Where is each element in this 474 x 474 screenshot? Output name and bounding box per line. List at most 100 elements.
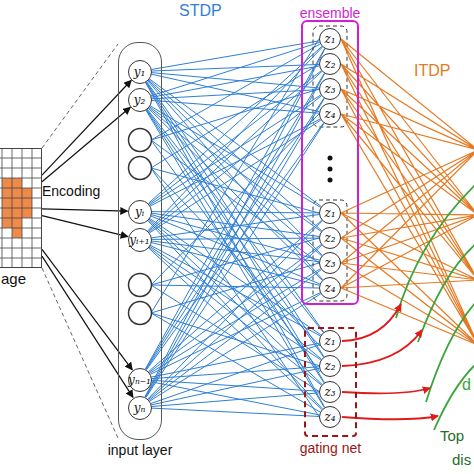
synapse-line bbox=[146, 82, 325, 383]
input-neuron: y₂ bbox=[128, 88, 152, 112]
synapse-line bbox=[148, 245, 321, 399]
synapse-line bbox=[150, 120, 321, 233]
synapse-line bbox=[148, 248, 322, 410]
synapse-line bbox=[150, 294, 321, 401]
synapse-line bbox=[148, 71, 322, 231]
node-label: yₙ bbox=[134, 402, 146, 414]
node-label: z₄ bbox=[324, 411, 335, 423]
node-label: z₂ bbox=[324, 232, 335, 244]
zoom-line bbox=[42, 44, 118, 438]
gating-arrow bbox=[342, 330, 422, 366]
figure-label: STDP bbox=[179, 2, 222, 20]
synapse-line bbox=[146, 123, 324, 397]
synapse-line bbox=[151, 73, 319, 88]
synapse-line bbox=[149, 71, 321, 204]
node-label: z₂ bbox=[324, 58, 335, 70]
synapse-line bbox=[151, 393, 319, 407]
node-label: ensemble bbox=[300, 5, 361, 21]
synapse-line bbox=[151, 380, 319, 391]
synapse-line bbox=[148, 221, 322, 399]
output-neuron: z₂ bbox=[319, 227, 341, 249]
node-label: gating net bbox=[300, 440, 362, 456]
encoding-arrow bbox=[42, 256, 133, 397]
input-neuron bbox=[129, 274, 152, 297]
figure-label: dis bbox=[452, 452, 471, 469]
output-neuron: z₁ bbox=[319, 28, 341, 50]
output-neuron: z₃ bbox=[319, 252, 341, 274]
node-label: z₁ bbox=[324, 207, 335, 219]
input-neuron bbox=[129, 157, 152, 180]
node-label: z₄ bbox=[324, 108, 335, 120]
synapse-line bbox=[145, 49, 325, 397]
synapse-line bbox=[145, 82, 324, 407]
ellipsis-dot bbox=[328, 178, 333, 183]
node-label: z₂ bbox=[324, 360, 335, 372]
node-label: z₃ bbox=[324, 83, 335, 95]
synapse-line bbox=[151, 408, 319, 416]
synapse-line bbox=[145, 74, 324, 397]
synapse-line bbox=[148, 80, 322, 255]
synapse-line bbox=[152, 212, 320, 213]
synapse-line bbox=[151, 64, 319, 71]
stdp-synapses bbox=[151, 39, 320, 418]
figure-label: d bbox=[462, 376, 471, 394]
synapse-line bbox=[148, 220, 322, 385]
input-neuron bbox=[129, 302, 152, 325]
synapse-line bbox=[151, 367, 319, 379]
node-label: y₂ bbox=[134, 94, 146, 106]
node-label: z₃ bbox=[324, 257, 335, 269]
node-label: z₄ bbox=[324, 282, 335, 294]
input-neuron: y₁ bbox=[128, 60, 152, 84]
synapse-line bbox=[151, 343, 319, 377]
synapse-line bbox=[150, 106, 321, 208]
node-label: z₁ bbox=[324, 335, 335, 347]
synapse-line bbox=[146, 98, 324, 369]
ellipsis-dot bbox=[328, 156, 333, 161]
output-neuron: z₁ bbox=[319, 330, 341, 352]
output-neuron: z₂ bbox=[319, 53, 341, 75]
gating-arrow bbox=[342, 304, 401, 341]
input-neuron bbox=[129, 129, 152, 152]
node-label: yₙ₋₁ bbox=[128, 374, 151, 386]
input-neuron: yₙ bbox=[128, 396, 152, 420]
node-label: z₃ bbox=[324, 386, 335, 398]
output-neuron: z₄ bbox=[319, 277, 341, 299]
output-neuron: z₂ bbox=[319, 355, 341, 377]
synapse-line bbox=[148, 108, 322, 280]
ellipsis-dot bbox=[328, 167, 333, 172]
synapse-line bbox=[150, 293, 320, 375]
figure-label: Top bbox=[440, 428, 464, 445]
output-neuron: z₁ bbox=[319, 202, 341, 224]
layer-box: input layery₁y₂yᵢyᵢ₊₁yₙ₋₁yₙ bbox=[118, 42, 162, 440]
node-label: yᵢ bbox=[135, 206, 144, 218]
image-grid: age bbox=[0, 148, 42, 268]
node-label: z₁ bbox=[324, 33, 335, 45]
synapse-line bbox=[146, 110, 325, 408]
node-label: yᵢ₊₁ bbox=[129, 234, 149, 246]
synapse-line bbox=[150, 269, 321, 374]
input-neuron: yₙ₋₁ bbox=[128, 368, 152, 392]
output-neuron: z₃ bbox=[319, 381, 341, 403]
figure-label: Encoding bbox=[42, 184, 100, 199]
gating-box: gating netz₁z₂z₃z₄ bbox=[304, 327, 357, 437]
synapse-line bbox=[148, 47, 323, 231]
input-neuron: yᵢ bbox=[128, 200, 152, 224]
encoding-arrow bbox=[42, 209, 128, 211]
node-label: y₁ bbox=[134, 66, 146, 78]
ensemble-box: ensemblez₁z₂z₃z₄z₁z₂z₃z₄ bbox=[301, 20, 359, 305]
synapse-line bbox=[152, 238, 320, 239]
synapse-line bbox=[151, 42, 320, 96]
synapse-line bbox=[149, 270, 321, 401]
synapse-line bbox=[150, 95, 321, 205]
figure-label: ITDP bbox=[414, 62, 450, 80]
input-neuron: yᵢ₊₁ bbox=[128, 228, 152, 252]
synapse-line bbox=[149, 96, 321, 232]
image-grid-lines bbox=[0, 148, 42, 268]
node-label: age bbox=[1, 270, 26, 287]
encoding-arrow bbox=[42, 216, 128, 237]
